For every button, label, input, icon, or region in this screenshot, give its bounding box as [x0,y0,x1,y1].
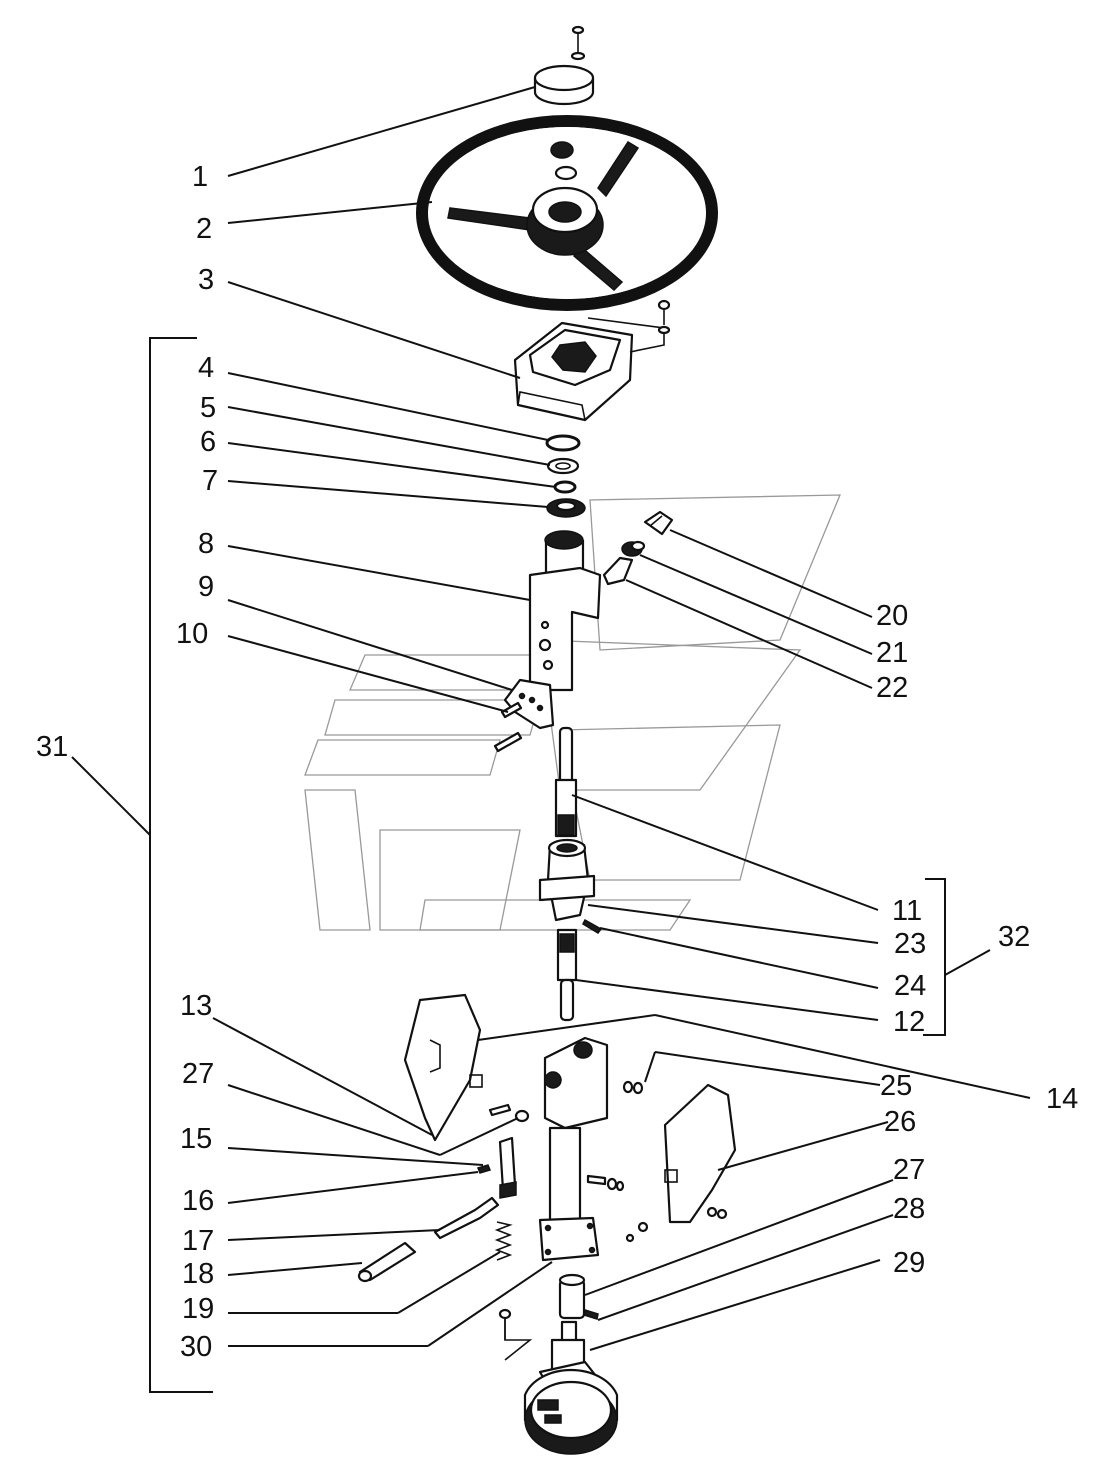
callout-10: 10 [176,618,208,650]
callout-14: 14 [1046,1083,1078,1115]
callout-15: 15 [180,1123,212,1155]
bolt-set-part [493,701,523,753]
callout-26: 26 [884,1106,916,1138]
spacer-ring-part [553,480,577,494]
background-watermark-logo [304,494,841,931]
bolt-washer-left-part [488,1103,530,1123]
universal-joint-part [538,838,596,922]
small-pin-part [476,1164,492,1174]
callout-23: 23 [894,928,926,960]
leader-line-32 [944,949,991,976]
coupling-part [558,1273,586,1320]
callout-12: 12 [893,1006,925,1038]
switch-part [643,510,674,536]
callout-27-left: 27 [182,1058,214,1090]
callout-28: 28 [893,1193,925,1225]
lower-shaft-part [556,928,578,1022]
callout-32: 32 [998,921,1030,953]
callout-4: 4 [198,352,214,384]
bearing-part [546,498,586,518]
steering-unit-part [498,1308,619,1455]
callout-5: 5 [200,392,216,424]
callout-18: 18 [182,1258,214,1290]
leader-line-31 [71,756,151,836]
left-shield-part [403,993,483,1142]
grommet-part [621,540,646,557]
leader-lines [212,86,1031,1351]
callout-27-right: 27 [893,1154,925,1186]
callout-2: 2 [196,213,212,245]
callout-13: 13 [180,990,212,1022]
callout-21: 21 [876,637,908,669]
callout-22: 22 [876,672,908,704]
retaining-clip-part [602,556,634,586]
callout-20: 20 [876,600,908,632]
callout-16: 16 [182,1185,214,1217]
washer-part [546,457,580,475]
set-screw-part [583,1309,599,1320]
callout-24: 24 [894,970,926,1002]
callout-19: 19 [182,1293,214,1325]
callout-29: 29 [893,1247,925,1279]
group-31-bracket [149,337,213,1393]
callout-7: 7 [202,465,218,497]
bolt-washer-right-part [586,1174,728,1243]
callout-31: 31 [36,731,68,763]
lower-column-housing-part [538,1036,609,1262]
callout-30: 30 [180,1331,212,1363]
cross-pin-part [357,1241,417,1283]
callout-6: 6 [200,426,216,458]
upper-shaft-part [554,726,578,838]
lever-pin-part [498,1136,517,1199]
spring-part [494,1221,513,1261]
mounting-plate-part [503,678,555,730]
callout-9: 9 [198,571,214,603]
callout-3: 3 [198,264,214,296]
callout-25: 25 [880,1070,912,1102]
release-lever-part [433,1196,500,1240]
roll-pin-part [582,918,603,934]
horn-cap-part [533,25,595,106]
steering-wheel-part [416,115,718,311]
callout-11: 11 [892,895,922,927]
upper-shroud-part [513,299,671,422]
callout-17: 17 [182,1225,214,1257]
column-bracket-part [528,530,602,692]
callout-1: 1 [192,161,208,193]
callout-labels: 1 2 3 4 5 6 7 8 9 10 11 12 13 14 15 16 1… [36,161,1078,1363]
washer-pair-part [622,1080,644,1095]
callout-8: 8 [198,528,214,560]
snap-ring-part [545,434,581,452]
group-32-bracket [923,878,946,1036]
right-shield-part [663,1083,737,1224]
